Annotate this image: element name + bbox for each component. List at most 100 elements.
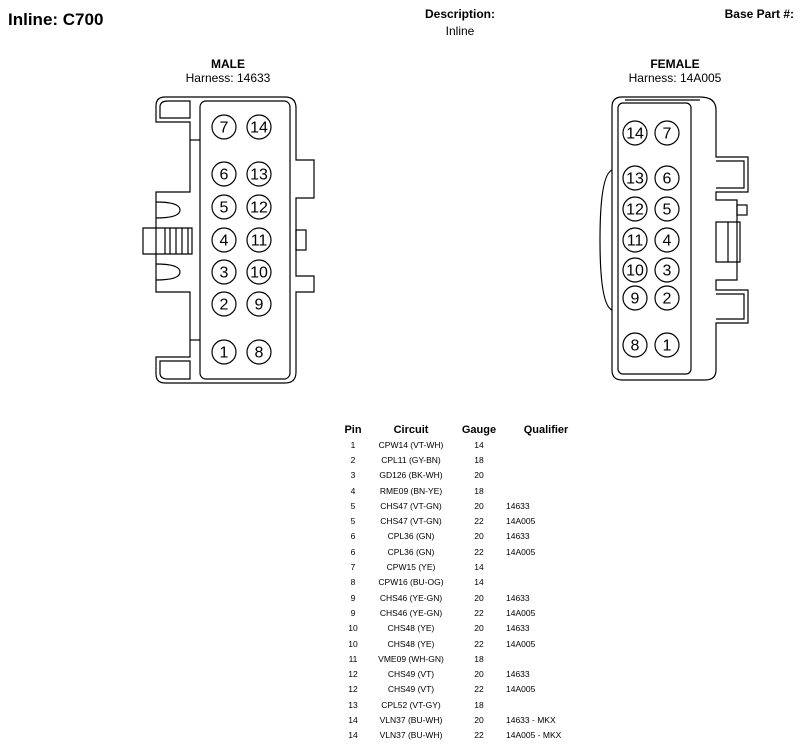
female-pin-circle — [654, 257, 680, 283]
male-caption: MALE Harness: 14633 — [168, 57, 288, 85]
female-pin-label: 6 — [663, 171, 672, 188]
description-value: Inline — [445, 24, 475, 38]
female-pin-circle — [622, 165, 648, 191]
male-connector — [142, 96, 315, 384]
circuit-name: RME09 (BN-YE) — [379, 485, 443, 496]
wire-gauge: 22 — [474, 607, 484, 618]
pin-number: 8 — [350, 577, 356, 588]
female-pin-circle — [654, 165, 680, 191]
qualifier — [502, 559, 590, 574]
wire-gauge: 22 — [474, 546, 484, 557]
description-label: Description: — [424, 7, 495, 21]
qualifier — [502, 452, 590, 467]
wire-gauge: 14 — [474, 562, 484, 573]
circuit-name: CPW14 (VT-WH) — [378, 439, 444, 450]
male-pin-label: 3 — [220, 265, 229, 282]
header-gauge: Gauge — [461, 423, 497, 436]
circuit-name: CHS47 (VT-GN) — [380, 516, 442, 527]
qualifier: 14633 — [506, 531, 530, 542]
circuit-name: CHS48 (YE) — [387, 638, 435, 649]
male-latch — [142, 227, 193, 255]
male-pin-label: 1 — [220, 345, 229, 362]
wire-gauge: 20 — [474, 592, 484, 603]
female-harness: Harness: 14A005 — [628, 71, 722, 85]
qualifier: 14633 - MKX — [506, 714, 556, 725]
pin-number: 3 — [350, 470, 356, 481]
male-pin-circle — [246, 227, 272, 253]
female-pin-circle — [622, 227, 648, 253]
circuit-name: CHS49 (VT) — [387, 684, 435, 695]
pin-number: 2 — [350, 454, 356, 465]
wire-gauge: 20 — [474, 470, 484, 481]
wire-gauge: 18 — [474, 485, 484, 496]
wire-gauge: 20 — [474, 623, 484, 634]
female-pin-label: 7 — [663, 126, 672, 143]
male-pin-label: 11 — [251, 233, 268, 250]
male-pin-circle — [211, 227, 237, 253]
female-heading: FEMALE — [650, 57, 700, 71]
female-pin-circle — [622, 332, 648, 358]
table-row: 4 RME09 (BN-YE) 18 — [340, 483, 590, 498]
base-part-label: Base Part #: — [724, 7, 794, 21]
wire-gauge: 20 — [474, 531, 484, 542]
qualifier — [502, 651, 590, 666]
qualifier — [502, 437, 590, 452]
wire-gauge: 18 — [474, 653, 484, 664]
female-pin-label: 9 — [631, 291, 640, 308]
qualifier: 14A005 — [506, 516, 536, 527]
wire-gauge: 18 — [474, 699, 484, 710]
female-pin-label: 2 — [663, 291, 672, 308]
wire-gauge: 22 — [474, 684, 484, 695]
pin-number: 12 — [348, 669, 358, 680]
qualifier: 14A005 — [506, 607, 536, 618]
pin-number: 6 — [350, 546, 356, 557]
pin-number: 5 — [350, 500, 356, 511]
male-pin-circle — [246, 259, 272, 285]
header-pin: Pin — [344, 423, 362, 436]
circuit-name: CHS49 (VT) — [387, 669, 435, 680]
circuit-name: CPL36 (GN) — [387, 546, 435, 557]
female-pin-label: 8 — [631, 338, 640, 355]
male-pin-label: 12 — [250, 200, 268, 217]
pin-number: 7 — [350, 562, 356, 573]
qualifier: 14A005 — [506, 546, 536, 557]
qualifier: 14633 — [506, 669, 530, 680]
male-pin-label: 14 — [250, 120, 268, 137]
pin-number: 1 — [350, 439, 356, 450]
circuit-name: VLN37 (BU-WH) — [379, 714, 443, 725]
female-pin-circle — [622, 196, 648, 222]
male-pin-label: 5 — [220, 200, 229, 217]
female-pin-label: 14 — [626, 126, 644, 143]
circuit-name: CHS46 (YE-GN) — [379, 592, 443, 603]
male-pin-circle — [246, 194, 272, 220]
female-pin-label: 10 — [626, 263, 644, 280]
pin-number: 12 — [348, 684, 358, 695]
female-connector — [599, 96, 749, 381]
qualifier: 14633 — [506, 500, 530, 511]
wire-gauge: 22 — [474, 638, 484, 649]
female-pin-circle — [654, 120, 680, 146]
qualifier: 14A005 — [506, 638, 536, 649]
female-housing-outline — [611, 96, 749, 381]
female-pin-frame — [617, 102, 692, 375]
wire-gauge: 22 — [474, 516, 484, 527]
pin-number: 4 — [350, 485, 356, 496]
male-pin-circle — [211, 161, 237, 187]
qualifier: 14A005 - MKX — [506, 730, 562, 741]
male-pin-label: 10 — [250, 265, 268, 282]
male-pin-circle — [246, 291, 272, 317]
pin-number: 14 — [348, 730, 358, 741]
qualifier: 14633 — [506, 623, 530, 634]
